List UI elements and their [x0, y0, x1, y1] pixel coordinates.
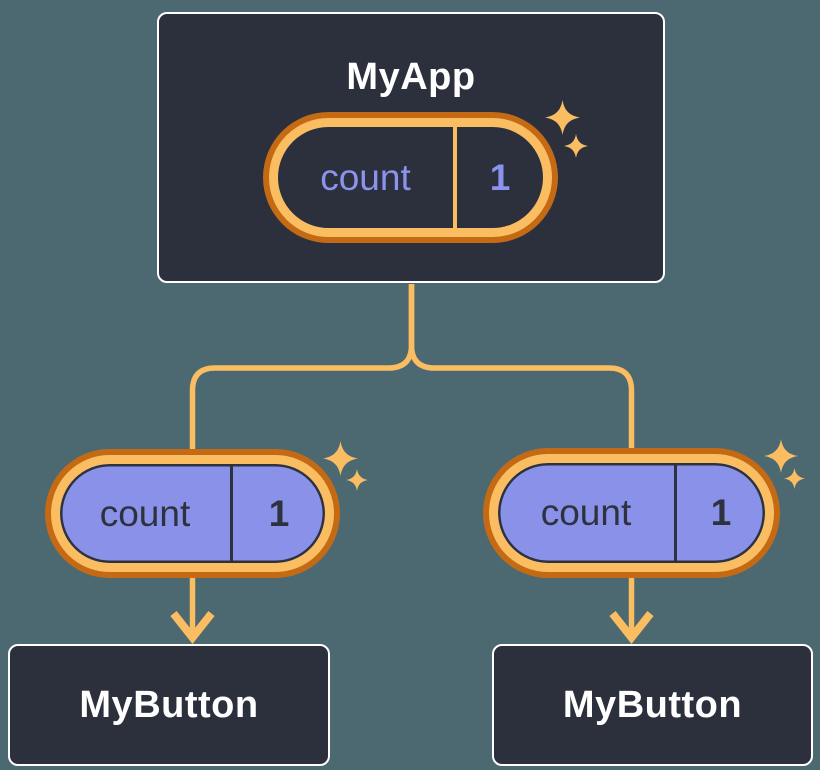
right-child-state-pill: count 1 [489, 454, 774, 572]
state-value-label: 1 [710, 492, 732, 533]
left-child-state-pill: count 1 [51, 455, 334, 572]
child-component-label: MyButton [79, 684, 259, 726]
arrow-down-icon [170, 611, 215, 644]
left-child-component-box: MyButton [8, 644, 330, 766]
child-component-label: MyButton [562, 684, 743, 726]
state-name-label: count [320, 156, 411, 198]
root-component-label: MyApp [346, 56, 476, 98]
pill-divider [674, 463, 677, 563]
state-value-label: 1 [268, 492, 290, 534]
arrow-down-icon [609, 611, 654, 644]
root-state-pill: count 1 [269, 118, 552, 237]
state-name-label: count [540, 492, 632, 533]
state-name-label: count [99, 492, 191, 534]
connector-right-branch [408, 284, 635, 633]
pill-divider [230, 464, 233, 563]
right-child-component-box: MyButton [492, 644, 813, 766]
state-value-label: 1 [489, 156, 511, 198]
pill-divider [453, 127, 457, 228]
